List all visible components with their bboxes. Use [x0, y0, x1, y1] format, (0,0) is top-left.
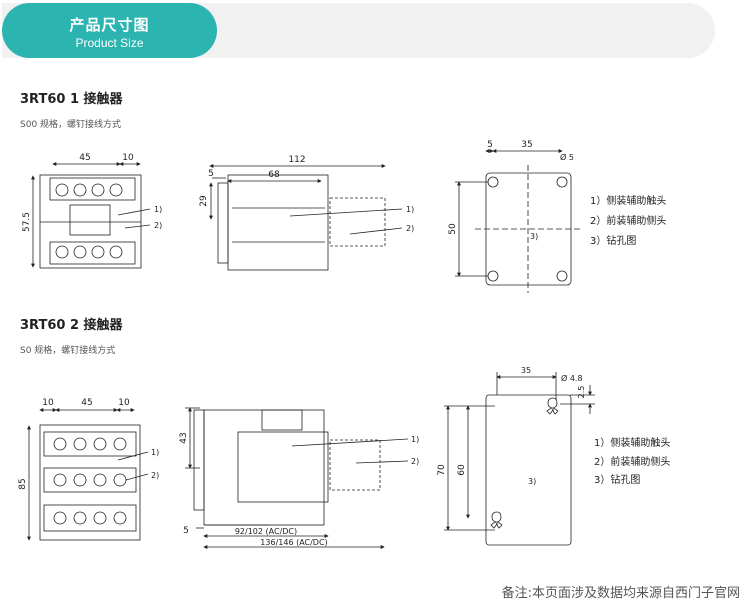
s2-side-depth1: 92/102 (AC/DC) [235, 527, 297, 536]
s2-side-callout-1: 1) [411, 435, 419, 444]
s1-side-view: 112 68 5 29 1) 2) [199, 155, 414, 271]
s1-side-rail: 29 [199, 195, 209, 207]
s1-side-total: 112 [288, 155, 305, 165]
s1-side-body: 68 [268, 170, 280, 180]
s2-front-right: 10 [118, 398, 130, 408]
s2-hole-pattern: 35 Ø 4.8 2.5 70 60 3) [437, 366, 595, 546]
s1-front-extra: 10 [122, 153, 134, 163]
s2-side-view: 43 5 92/102 (AC/DC) 136/146 (AC/DC) 1) 2… [179, 407, 419, 549]
s2-side-callout-2: 2) [411, 457, 419, 466]
s2-front-left: 10 [42, 398, 54, 408]
s1-legend-2: 2）前装辅助侧头 [590, 214, 666, 227]
s1-hole-height: 50 [448, 223, 458, 235]
s1-side-callout-1: 1) [406, 205, 414, 214]
s2-front-width: 45 [81, 398, 92, 408]
s1-hole-callout-3: 3) [530, 232, 538, 241]
s1-side-offset: 5 [208, 169, 214, 179]
header-title: 产品尺寸图 [69, 16, 150, 34]
s2-legend-2: 2）前装辅助侧头 [594, 455, 670, 468]
s2-hole-callout-3: 3) [528, 477, 536, 486]
header-pill: 产品尺寸图 Product Size [2, 3, 217, 58]
s2-hole-inner: 60 [457, 464, 467, 476]
s2-front-view: 10 45 10 85 1) 2) [18, 398, 159, 541]
section1-subtitle: S00 规格，螺钉接线方式 [20, 120, 122, 130]
section2-title: 3RT60 2 接触器 [20, 318, 123, 333]
s2-legend-3: 3）钻孔图 [594, 473, 640, 486]
s1-hole-left: 5 [487, 140, 493, 150]
footnote: 备注:本页面涉及数据均来源自西门子官网 [501, 586, 740, 601]
s2-hole-pitch: 35 [521, 366, 531, 375]
s2-side-depth2: 136/146 (AC/DC) [260, 538, 327, 547]
s2-side-rail: 43 [179, 432, 189, 443]
s1-side-callout-2: 2) [406, 224, 414, 233]
s1-legend-1: 1）侧装辅助触头 [590, 194, 666, 207]
s2-front-callout-2: 2) [151, 471, 159, 480]
s1-front-callout-1: 1) [154, 205, 162, 214]
s2-front-height: 85 [18, 478, 28, 489]
s1-hole-pitch: 35 [521, 140, 532, 150]
s2-side-offset: 5 [183, 526, 189, 536]
s2-legend-1: 1）侧装辅助触头 [594, 436, 670, 449]
s2-front-callout-1: 1) [151, 448, 159, 457]
s2-hole-total: 70 [437, 464, 447, 476]
s1-hole-diameter: Ø 5 [560, 152, 574, 162]
section2-subtitle: S0 规格，螺钉接线方式 [20, 346, 116, 356]
s1-front-callout-2: 2) [154, 221, 162, 230]
s1-legend-3: 3）钻孔图 [590, 234, 636, 247]
s1-front-width: 45 [79, 153, 90, 163]
header-subtitle: Product Size [75, 36, 144, 50]
s2-hole-top: 2.5 [577, 386, 586, 399]
s1-front-view: 45 10 57.5 1) 2) [22, 153, 162, 269]
s2-hole-diameter: Ø 4.8 [561, 373, 583, 383]
section1-title: 3RT60 1 接触器 [20, 92, 123, 107]
s1-hole-pattern: 5 35 Ø 5 50 3) [448, 140, 582, 293]
s1-front-height: 57.5 [22, 212, 32, 232]
